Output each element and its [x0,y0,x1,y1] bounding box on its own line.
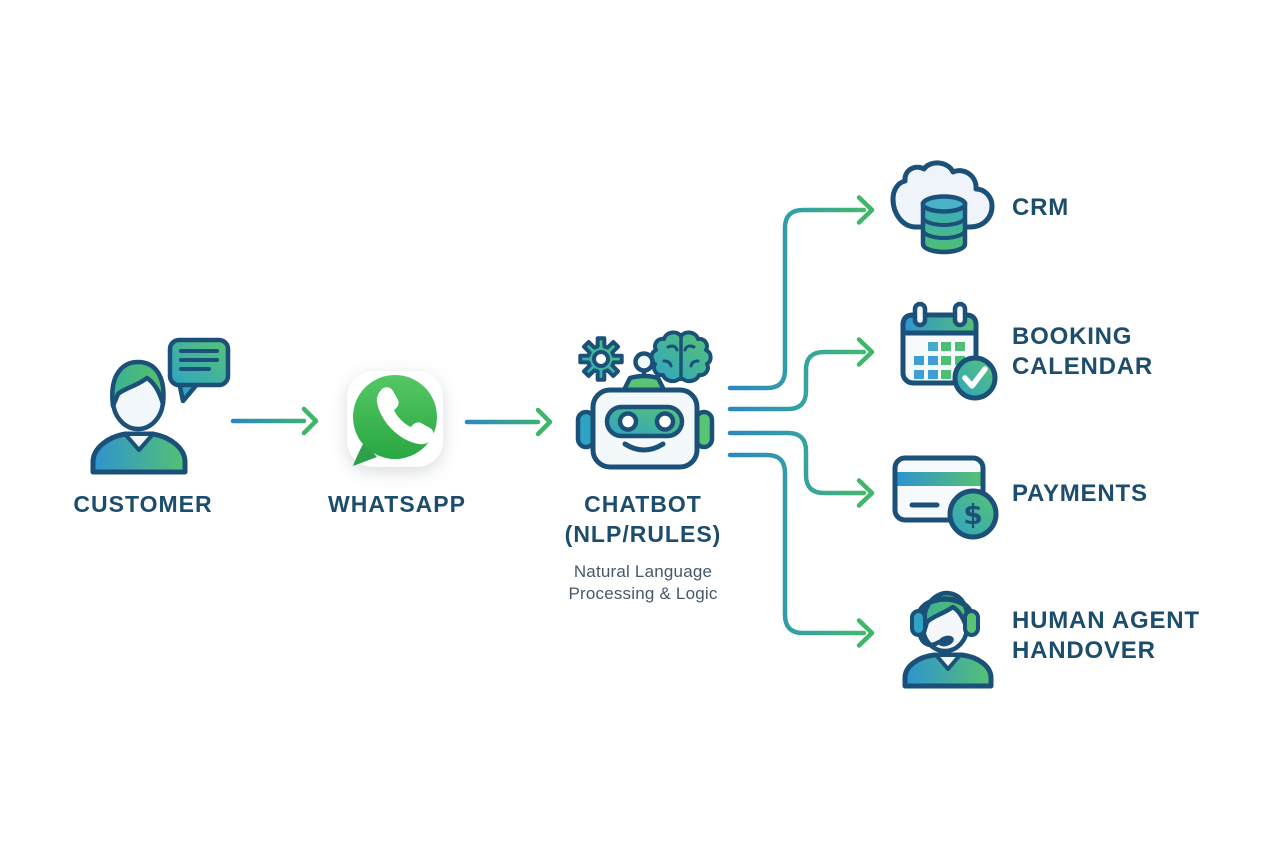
headset-agent-icon [902,590,994,689]
whatsapp-icon [347,371,443,467]
arrow-whatsapp-to-chatbot [464,407,553,437]
chatbot-label-line1: CHATBOT [584,491,702,517]
booking-calendar-label: BOOKING CALENDAR [1012,323,1154,380]
person-chat-icon [90,337,231,475]
chatbot-label-line2: (NLP/RULES) [564,521,722,547]
edge-chatbot-payments [727,430,867,496]
calendar-check-icon [900,301,998,401]
edge-chatbot-human [727,452,867,636]
chatbot-caption-line1: Natural Language [573,562,713,581]
gear-icon [578,336,624,382]
arrowhead-human [856,618,875,648]
credit-card-dollar-icon: $ [892,455,999,540]
branch-connectors [727,195,875,648]
arrowhead-payments [856,478,875,508]
chatbot-label: CHATBOT (NLP/RULES) [565,489,722,549]
dollar-symbol: $ [963,498,982,531]
crm-label: CRM [1012,194,1070,221]
cloud-database-icon [890,160,995,255]
chatbot-caption-line2: Processing & Logic [568,583,718,603]
human-agent-handover-label: HUMAN AGENT HANDOVER [1012,607,1200,664]
edge-chatbot-crm [727,207,867,391]
whatsapp-label: WHATSAPP [328,491,466,517]
arrow-customer-to-whatsapp [230,406,319,436]
arrowhead-booking [856,337,875,367]
arrowhead-crm [856,195,875,225]
edge-chatbot-booking [727,349,867,412]
calendar-grid [914,342,965,379]
chatbot-caption: Natural Language Processing & Logic [568,561,717,604]
robot-icon [575,330,715,470]
brain-icon [649,330,713,384]
payments-label: PAYMENTS [1012,480,1148,507]
customer-label: CUSTOMER [73,491,213,517]
